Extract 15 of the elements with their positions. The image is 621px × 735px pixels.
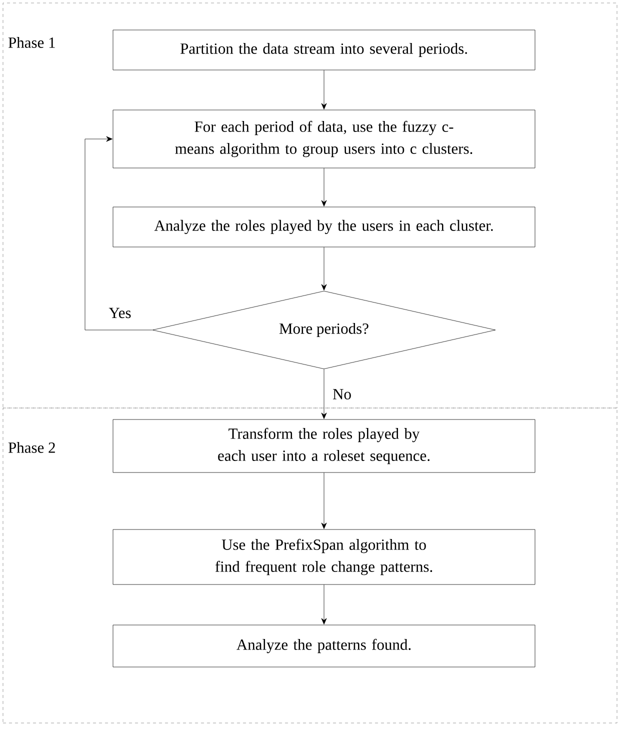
arrow (321, 168, 327, 206)
arrow (321, 472, 327, 529)
process-box: Partition the data stream into several periods. (112, 30, 536, 70)
process-box: For each period of data, use the fuzzy c-means algorithm to group users into c clusters. (112, 110, 536, 168)
arrow (84, 136, 152, 330)
process-box: Use the PrefixSpan algorithm to find frequent role change patterns. (112, 529, 536, 585)
arrow (321, 369, 327, 419)
process-box: Analyze the roles played by the users in each cluster. (112, 206, 536, 248)
edge-label: Yes (108, 306, 132, 320)
arrow (321, 584, 327, 624)
process-box: Transform the roles played by each user into a roleset sequence. (112, 419, 536, 473)
arrow (321, 70, 327, 110)
process-box: Analyze the patterns found. (112, 624, 536, 668)
arrow (321, 247, 327, 290)
edge-label: No (332, 388, 352, 400)
